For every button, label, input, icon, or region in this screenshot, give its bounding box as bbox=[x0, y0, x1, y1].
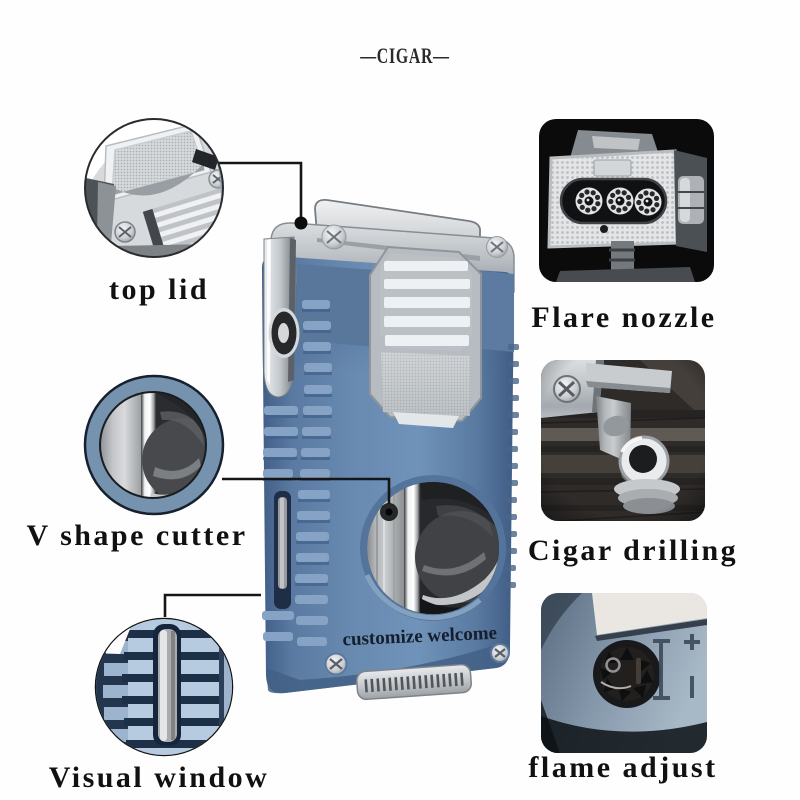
svg-text:V shape cutter: V shape cutter bbox=[26, 519, 247, 552]
svg-text:Cigar drilling: Cigar drilling bbox=[528, 534, 738, 567]
svg-text:—CIGAR—: —CIGAR— bbox=[359, 45, 449, 69]
svg-text:flame adjust: flame adjust bbox=[528, 751, 717, 784]
svg-text:Flare nozzle: Flare nozzle bbox=[531, 301, 716, 334]
svg-text:top lid: top lid bbox=[109, 273, 209, 306]
svg-text:Visual window: Visual window bbox=[49, 761, 270, 794]
